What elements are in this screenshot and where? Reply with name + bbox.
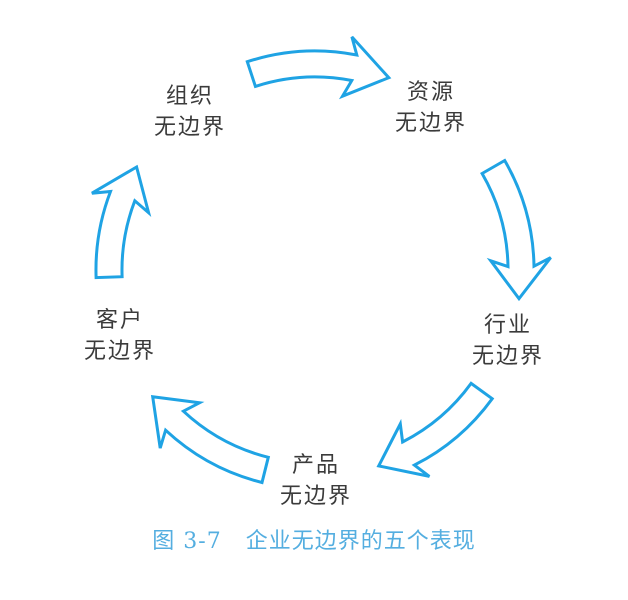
- node-label-line: 无边界: [279, 484, 353, 509]
- figure-number: 图 3-7: [152, 529, 222, 554]
- node-label-line: 资源: [406, 80, 456, 105]
- node-label-line: 无边界: [471, 344, 545, 369]
- node-label-line: 组织: [165, 84, 215, 109]
- node-industry-boundaryless: 行业 无边界: [472, 310, 544, 372]
- figure-caption: 图 3-7 企业无边界的五个表现: [0, 523, 628, 555]
- arrow-resource-to-industry-icon: [480, 158, 552, 302]
- node-organization-boundaryless: 组织 无边界: [154, 81, 226, 143]
- node-label-line: 无边界: [153, 115, 227, 140]
- arrow-product-to-customer-icon: [150, 395, 271, 485]
- arrow-industry-to-product-icon: [376, 381, 495, 478]
- arrow-organization-to-resource-icon: [245, 35, 392, 100]
- node-label-line: 产品: [291, 453, 341, 478]
- figure-title: 企业无边界的五个表现: [245, 529, 476, 554]
- node-product-boundaryless: 产品 无边界: [280, 450, 352, 512]
- node-label-line: 无边界: [394, 111, 468, 136]
- node-label-line: 无边界: [83, 339, 157, 364]
- node-resource-boundaryless: 资源 无边界: [395, 77, 467, 139]
- node-label-line: 行业: [483, 313, 533, 338]
- arrow-customer-to-organization-icon: [91, 164, 152, 280]
- node-label-line: 客户: [95, 308, 145, 333]
- node-customer-boundaryless: 客户 无边界: [84, 305, 156, 367]
